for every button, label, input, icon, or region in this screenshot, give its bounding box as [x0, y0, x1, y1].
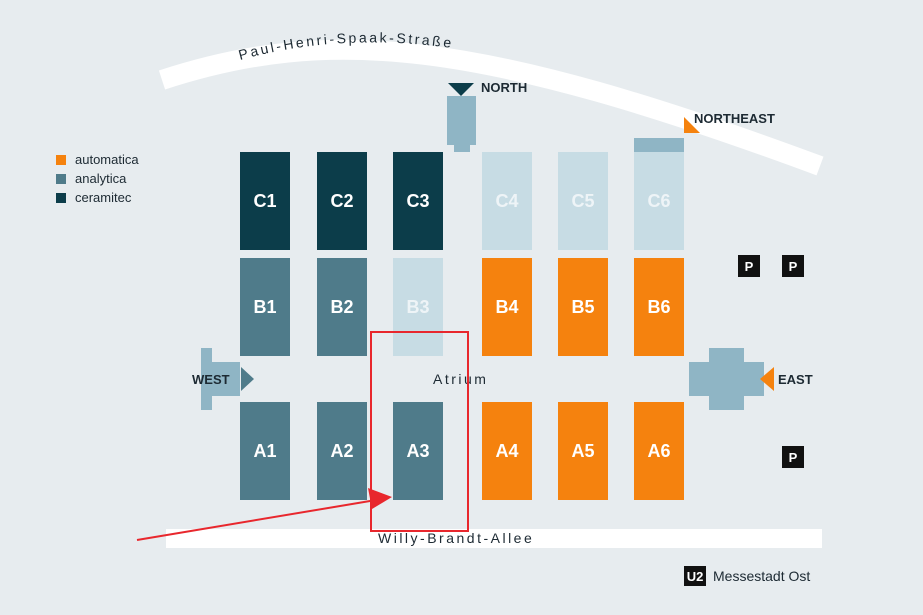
legend-item-ceramitec: ceramitec	[56, 188, 139, 207]
legend-swatch-analytica	[56, 173, 66, 184]
west-triangle-icon	[241, 367, 254, 391]
station-label: Messestadt Ost	[713, 568, 811, 584]
u-bahn-icon: U2	[684, 566, 706, 586]
hall-a4[interactable]: A4	[482, 402, 532, 500]
hall-c2[interactable]: C2	[317, 152, 367, 250]
north-entrance-label: NORTH	[481, 80, 528, 95]
hall-a3[interactable]: A3	[393, 402, 443, 500]
parking-icon[interactable]: P	[738, 255, 760, 277]
hall-b4[interactable]: B4	[482, 258, 532, 356]
east-entrance-wing	[689, 362, 764, 396]
hall-c1[interactable]: C1	[240, 152, 290, 250]
north-triangle-icon	[448, 83, 474, 96]
highlight-box	[370, 331, 469, 532]
legend-label: automatica	[75, 152, 139, 167]
hall-c3[interactable]: C3	[393, 152, 443, 250]
south-road-label: Willy-Brandt-Allee	[378, 530, 534, 546]
hall-c5[interactable]: C5	[558, 152, 608, 250]
legend-swatch-automatica	[56, 154, 66, 165]
west-entrance-stem	[212, 362, 240, 396]
north-road	[158, 39, 824, 176]
hall-c6[interactable]: C6	[634, 152, 684, 250]
northeast-entrance-label: NORTHEAST	[694, 111, 775, 126]
hall-b2[interactable]: B2	[317, 258, 367, 356]
legend-item-analytica: analytica	[56, 169, 139, 188]
hall-a6[interactable]: A6	[634, 402, 684, 500]
legend-label: analytica	[75, 171, 127, 186]
east-triangle-icon	[760, 367, 774, 391]
legend: automatica analytica ceramitec	[56, 150, 139, 207]
hall-a1[interactable]: A1	[240, 402, 290, 500]
hall-c4[interactable]: C4	[482, 152, 532, 250]
west-entrance[interactable]	[201, 348, 212, 410]
west-entrance-label: WEST	[192, 372, 230, 387]
northeast-entrance[interactable]	[634, 138, 684, 152]
legend-label: ceramitec	[75, 190, 132, 205]
hall-a5[interactable]: A5	[558, 402, 608, 500]
atrium-label: Atrium	[433, 371, 489, 387]
hall-a2[interactable]: A2	[317, 402, 367, 500]
east-entrance-label: EAST	[778, 372, 813, 387]
legend-swatch-ceramitec	[56, 192, 66, 203]
parking-icon[interactable]: P	[782, 255, 804, 277]
legend-item-automatica: automatica	[56, 150, 139, 169]
northeast-triangle-icon	[684, 117, 700, 133]
hall-b5[interactable]: B5	[558, 258, 608, 356]
hall-b3[interactable]: B3	[393, 258, 443, 356]
hall-b1[interactable]: B1	[240, 258, 290, 356]
north-entrance[interactable]	[447, 96, 476, 145]
north-entrance-stem	[454, 145, 470, 152]
parking-icon[interactable]: P	[782, 446, 804, 468]
hall-b6[interactable]: B6	[634, 258, 684, 356]
